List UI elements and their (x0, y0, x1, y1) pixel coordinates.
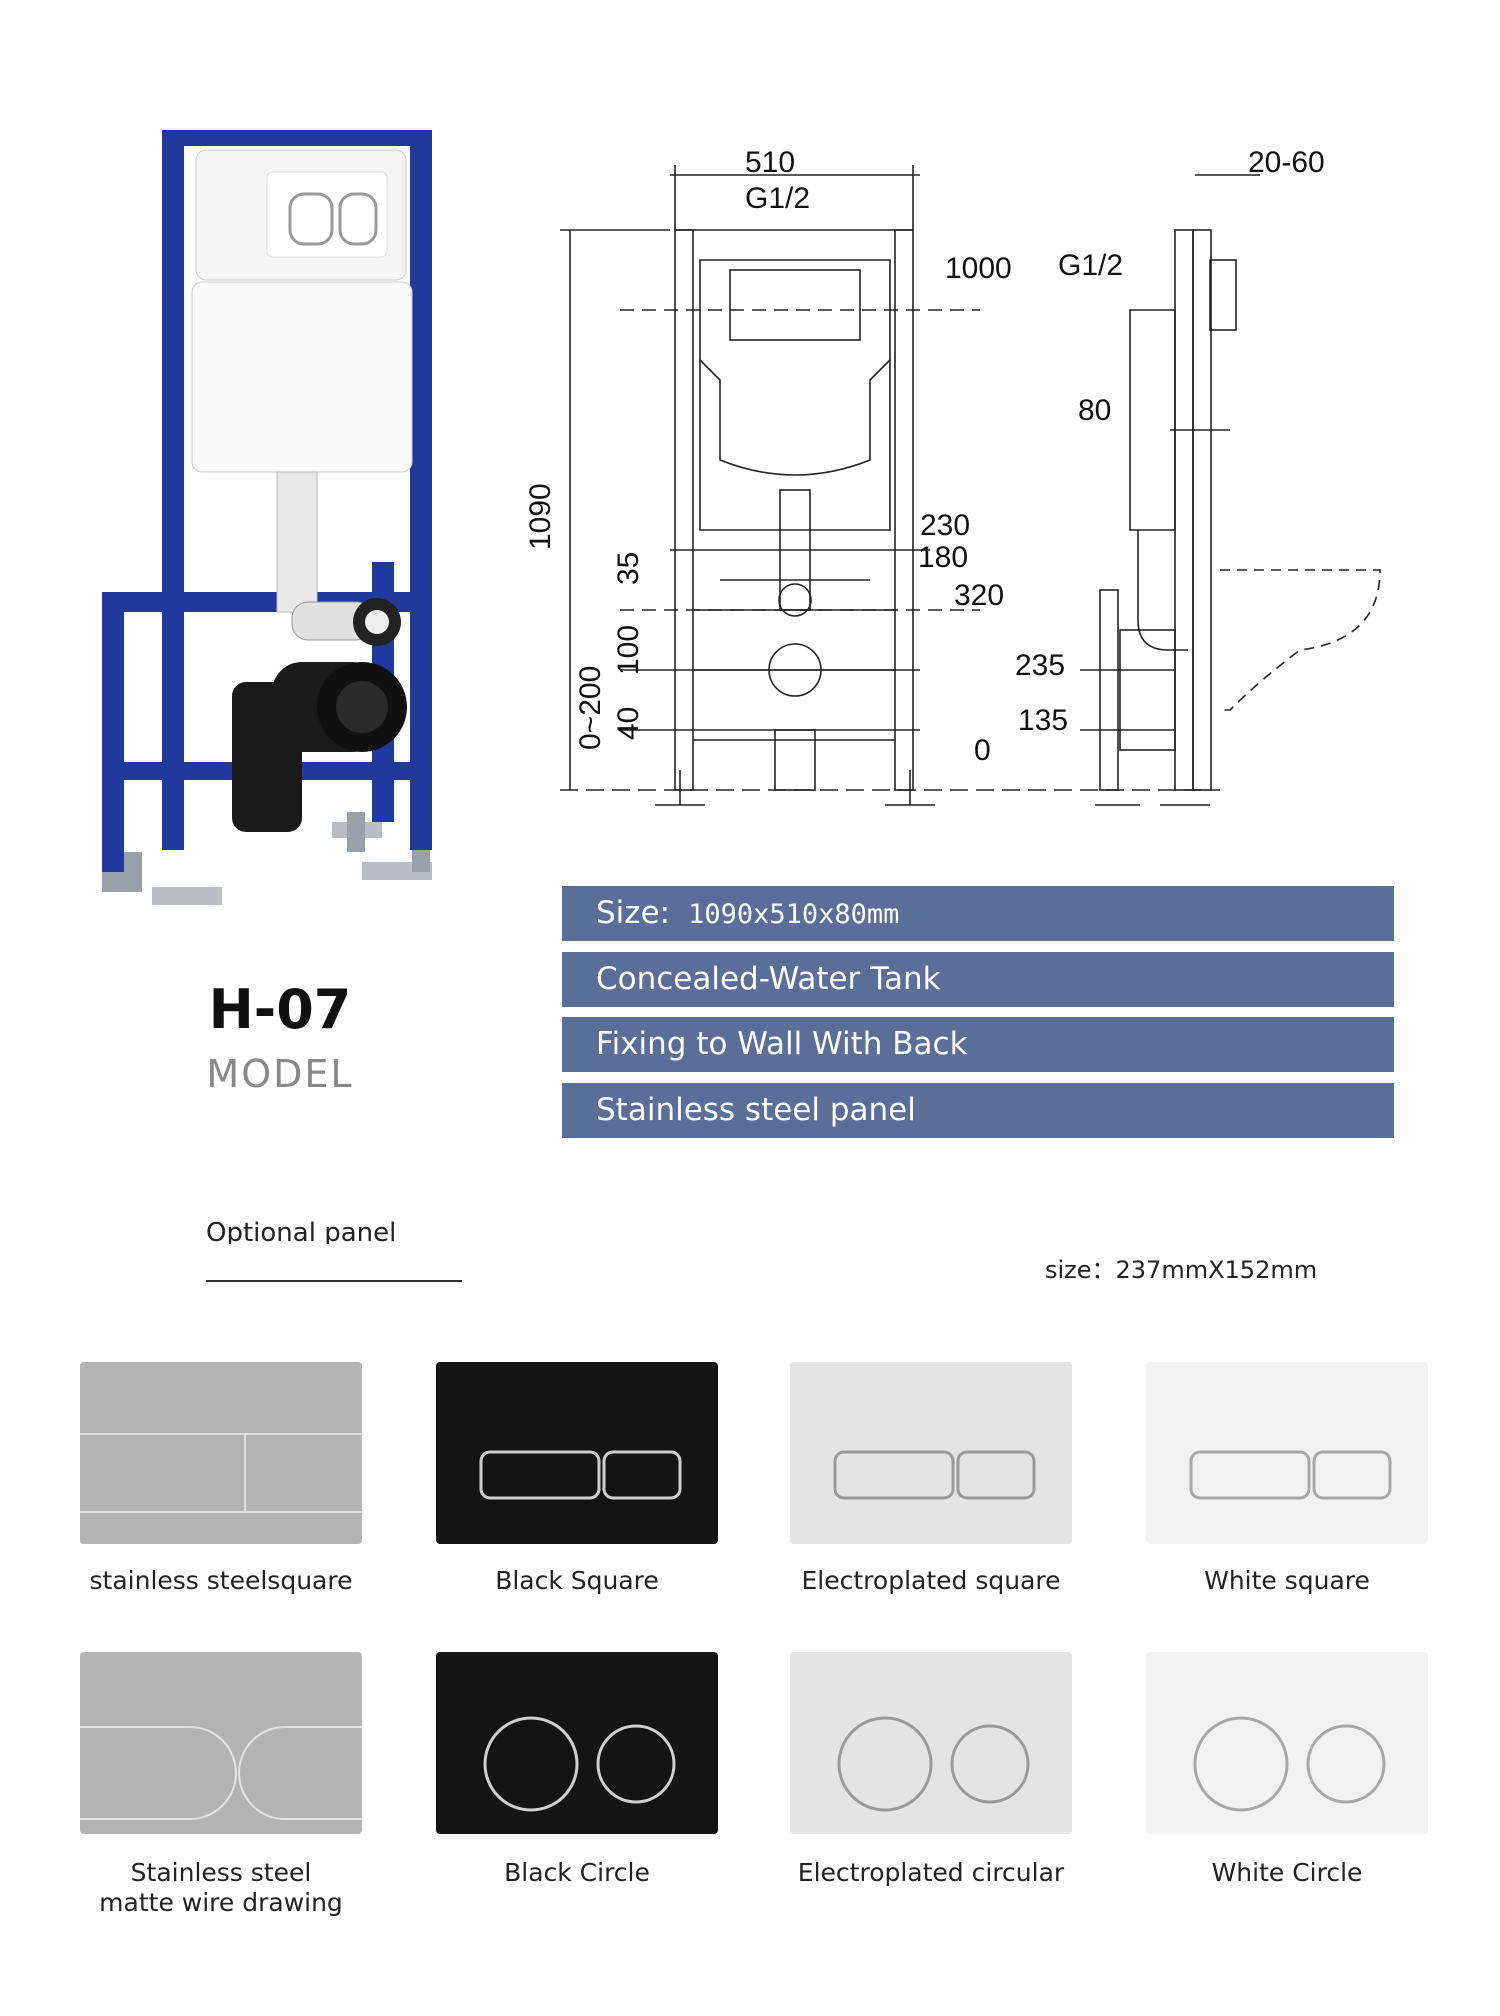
dim-0: 0 (974, 734, 991, 767)
cistern-tank (191, 149, 413, 473)
dim-inlet-side: G1/2 (1058, 249, 1123, 282)
flush-panel-chrome-square (790, 1362, 1072, 1544)
flush-pipe (276, 471, 401, 646)
flush-panel-chrome-circle (790, 1652, 1072, 1834)
dim-0-200: 0~200 (574, 666, 607, 750)
product-photo (102, 130, 432, 905)
dim-80: 80 (1078, 394, 1111, 427)
spec-label: Stainless steel panel (596, 1092, 916, 1128)
dim-inlet-top: G1/2 (745, 182, 810, 215)
dim-180: 180 (918, 541, 968, 574)
model-code: H-07 (208, 978, 352, 1041)
flush-panel-brushed-oval (80, 1652, 362, 1834)
model-label: MODEL (206, 1052, 354, 1096)
dim-depth: 20-60 (1248, 146, 1325, 179)
panel-caption: Electroplated circular (797, 1858, 1065, 1887)
panel-caption: Black Square (495, 1566, 659, 1595)
spec-label: Size: (596, 895, 671, 931)
dim-width: 510 (745, 146, 795, 179)
spec-bar-fixing: Fixing to Wall With Back (562, 1017, 1394, 1072)
flush-panel-black-square (436, 1362, 718, 1544)
dim-235: 235 (1015, 649, 1065, 682)
title-divider (206, 1280, 462, 1282)
dim-1000: 1000 (945, 252, 1012, 285)
dim-40: 40 (612, 707, 645, 740)
panel-caption: stainless steelsquare (89, 1566, 353, 1595)
dim-100: 100 (612, 625, 645, 675)
spec-bar-tank: Concealed-Water Tank (562, 952, 1394, 1007)
dim-320: 320 (954, 579, 1004, 612)
panel-caption: White Circle (1211, 1858, 1363, 1887)
drawing-lines (560, 165, 1381, 806)
technical-drawing: 510 G1/2 1000 1090 230 180 320 35 100 0~… (524, 146, 1381, 806)
dim-230: 230 (920, 509, 970, 542)
drawing-labels: 510 G1/2 1000 1090 230 180 320 35 100 0~… (524, 146, 1325, 767)
spec-label: Fixing to Wall With Back (596, 1026, 968, 1062)
spec-value: 1090x510x80mm (688, 899, 900, 930)
panel-caption: White square (1204, 1566, 1370, 1595)
spec-label: Concealed-Water Tank (596, 961, 941, 997)
optional-panel-title: Optional panel (206, 1218, 397, 1244)
flush-panel-brushed-square (80, 1362, 362, 1544)
panel-size-text: size：237mmX152mm (1045, 1256, 1318, 1284)
waste-elbow (232, 662, 407, 832)
flush-panel-black-circle (436, 1652, 718, 1834)
panel-caption: Black Circle (504, 1858, 650, 1887)
flush-panel-white-square (1146, 1362, 1428, 1544)
dim-1090: 1090 (524, 483, 557, 550)
spec-bar-size: Size: 1090x510x80mm (562, 886, 1394, 941)
flush-panel-white-circle (1146, 1652, 1428, 1834)
spec-bar-panel: Stainless steel panel (562, 1083, 1394, 1138)
panel-caption: Electroplated square (801, 1566, 1061, 1595)
dim-35: 35 (612, 552, 645, 585)
dim-135: 135 (1018, 704, 1068, 737)
panel-caption: Stainless steel matte wire drawing (99, 1858, 343, 1917)
